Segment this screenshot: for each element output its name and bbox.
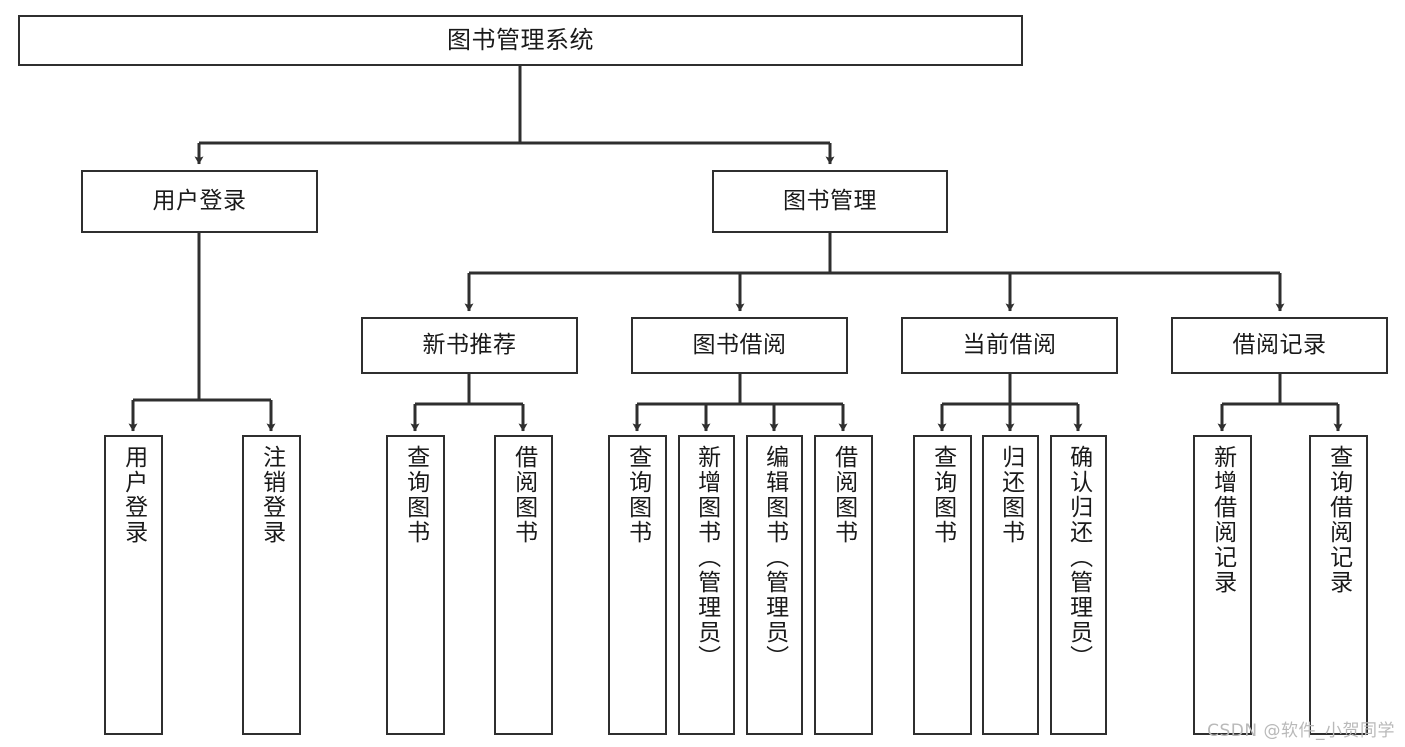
leaf-query-books-current[interactable]: 查询图书 [913,435,972,735]
leaf-borrow-books-recommend[interactable]: 借阅图书 [494,435,553,735]
node-book-borrowing[interactable]: 图书借阅 [631,317,848,374]
node-label: 图书管理系统 [447,26,594,55]
node-label: 注销登录 [258,445,285,545]
node-label: 新增借阅记录 [1209,445,1236,595]
node-label: 借阅记录 [1232,331,1327,358]
leaf-user-login[interactable]: 用户登录 [104,435,163,735]
node-label: 新增图书（管理员） [693,445,720,670]
leaf-query-books-borrowing[interactable]: 查询图书 [608,435,667,735]
leaf-borrow-books-borrowing[interactable]: 借阅图书 [814,435,873,735]
node-label: 查询借阅记录 [1325,445,1352,595]
leaf-query-books-recommend[interactable]: 查询图书 [386,435,445,735]
leaf-confirm-return-admin[interactable]: 确认归还（管理员） [1050,435,1107,735]
node-user-login[interactable]: 用户登录 [81,170,318,233]
leaf-logout[interactable]: 注销登录 [242,435,301,735]
leaf-add-borrow-record[interactable]: 新增借阅记录 [1193,435,1252,735]
node-label: 图书借阅 [692,331,787,358]
node-book-management[interactable]: 图书管理 [712,170,948,233]
node-label: 归还图书 [997,445,1024,545]
node-new-book-recommendation[interactable]: 新书推荐 [361,317,578,374]
csdn-watermark: CSDN @软件_小贺同学 [1207,721,1395,741]
node-label: 查询图书 [624,445,651,545]
leaf-query-borrow-record[interactable]: 查询借阅记录 [1309,435,1368,735]
node-borrowing-record[interactable]: 借阅记录 [1171,317,1388,374]
leaf-edit-book-admin[interactable]: 编辑图书（管理员） [746,435,803,735]
node-label: 当前借阅 [962,331,1057,358]
node-current-borrowing[interactable]: 当前借阅 [901,317,1118,374]
node-label: 编辑图书（管理员） [761,445,788,670]
leaf-add-book-admin[interactable]: 新增图书（管理员） [678,435,735,735]
node-label: 借阅图书 [510,445,537,545]
node-label: 用户登录 [152,187,247,214]
node-label: 借阅图书 [830,445,857,545]
leaf-return-books[interactable]: 归还图书 [982,435,1039,735]
node-label: 新书推荐 [422,331,517,358]
node-label: 图书管理 [783,187,877,214]
node-label: 确认归还（管理员） [1065,445,1092,670]
node-label: 查询图书 [402,445,429,545]
node-book-management-system[interactable]: 图书管理系统 [18,15,1023,66]
node-label: 查询图书 [929,445,956,545]
node-label: 用户登录 [120,445,147,545]
